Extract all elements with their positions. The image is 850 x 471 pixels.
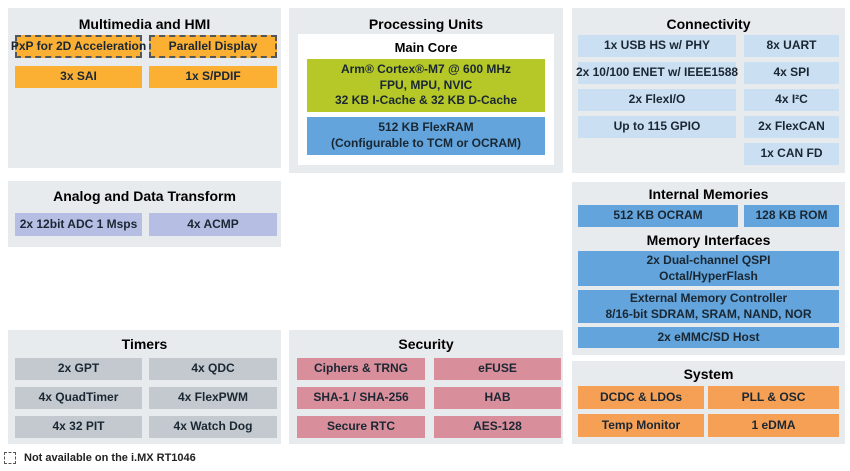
qspi-line: 2x Dual-channel QSPI bbox=[646, 252, 771, 267]
item-flexpwm: 4x FlexPWM bbox=[149, 387, 277, 409]
item-hab: HAB bbox=[434, 387, 561, 409]
item-watchdog: 4x Watch Dog bbox=[149, 416, 277, 438]
panel-title: Connectivity bbox=[666, 16, 751, 32]
panel-title: Memory Interfaces bbox=[646, 232, 771, 248]
item-temp-monitor: Temp Monitor bbox=[578, 414, 704, 437]
core-line: Arm® Cortex®-M7 @ 600 MHz bbox=[340, 62, 512, 77]
core-line: 32 KB I-Cache & 32 KB D-Cache bbox=[334, 93, 518, 108]
item-ocram: 512 KB OCRAM bbox=[578, 205, 738, 227]
panel-multimedia-hmi: Multimedia and HMI PxP for 2D Accelerati… bbox=[8, 8, 281, 168]
item-flexram: 512 KB FlexRAM (Configurable to TCM or O… bbox=[307, 117, 545, 155]
item-rom: 128 KB ROM bbox=[744, 205, 839, 227]
emc-line: External Memory Controller bbox=[629, 290, 788, 305]
panel-memories: Internal Memories 512 KB OCRAM 128 KB RO… bbox=[572, 182, 845, 355]
item-can-fd: 1x CAN FD bbox=[744, 143, 839, 165]
panel-title: Security bbox=[398, 336, 454, 352]
panel-connectivity: Connectivity 1x USB HS w/ PHY 2x 10/100 … bbox=[572, 8, 845, 173]
legend-label: Not available on the i.MX RT1046 bbox=[24, 452, 196, 464]
item-edma: 1 eDMA bbox=[708, 414, 839, 437]
panel-title: System bbox=[683, 366, 734, 382]
panel-timers: Timers 2x GPT 4x QDC 4x QuadTimer 4x Fle… bbox=[8, 330, 281, 444]
item-external-memory-controller: External Memory Controller 8/16-bit SDRA… bbox=[578, 290, 839, 323]
item-pll-osc: PLL & OSC bbox=[708, 386, 839, 409]
item-spdif: 1x S/PDIF bbox=[149, 66, 277, 88]
panel-title: Processing Units bbox=[368, 16, 484, 32]
flexram-line: (Configurable to TCM or OCRAM) bbox=[331, 136, 521, 150]
item-adc: 2x 12bit ADC 1 Msps bbox=[15, 213, 142, 236]
item-acmp: 4x ACMP bbox=[149, 213, 277, 236]
item-pxp-2d-acceleration: PxP for 2D Acceleration bbox=[11, 35, 146, 58]
core-line: FPU, MPU, NVIC bbox=[379, 77, 473, 92]
main-core-box: Main Core Arm® Cortex®-M7 @ 600 MHz FPU,… bbox=[298, 34, 554, 165]
item-qspi: 2x Dual-channel QSPI Octal/HyperFlash bbox=[578, 251, 839, 286]
item-parallel-display: Parallel Display bbox=[149, 35, 277, 58]
item-sai: 3x SAI bbox=[15, 66, 142, 88]
legend: Not available on the i.MX RT1046 bbox=[4, 452, 196, 464]
item-gpio: Up to 115 GPIO bbox=[578, 116, 736, 138]
item-gpt: 2x GPT bbox=[15, 358, 142, 380]
panel-security: Security Ciphers & TRNG eFUSE SHA-1 / SH… bbox=[289, 330, 563, 444]
item-pit: 4x 32 PIT bbox=[15, 416, 142, 438]
panel-title: Internal Memories bbox=[648, 186, 769, 202]
panel-title: Timers bbox=[121, 336, 168, 352]
item-emmc-sd-host: 2x eMMC/SD Host bbox=[578, 327, 839, 348]
emc-line: 8/16-bit SDRAM, SRAM, NAND, NOR bbox=[605, 306, 812, 321]
main-core-label: Main Core bbox=[394, 40, 458, 55]
item-dcdc-ldos: DCDC & LDOs bbox=[578, 386, 704, 409]
qspi-line: Octal/HyperFlash bbox=[659, 268, 758, 283]
panel-processing-units: Processing Units Main Core Arm® Cortex®-… bbox=[289, 8, 563, 173]
item-quadtimer: 4x QuadTimer bbox=[15, 387, 142, 409]
item-cortex-m7-core: Arm® Cortex®-M7 @ 600 MHz FPU, MPU, NVIC… bbox=[307, 59, 545, 112]
item-secure-rtc: Secure RTC bbox=[297, 416, 425, 438]
panel-system: System DCDC & LDOs PLL & OSC Temp Monito… bbox=[572, 361, 845, 444]
not-available-swatch-icon bbox=[4, 452, 16, 464]
item-flexio: 2x FlexI/O bbox=[578, 89, 736, 111]
item-i2c: 4x I²C bbox=[744, 89, 839, 111]
item-ciphers-trng: Ciphers & TRNG bbox=[297, 358, 425, 380]
item-efuse: eFUSE bbox=[434, 358, 561, 380]
item-qdc: 4x QDC bbox=[149, 358, 277, 380]
item-usb-hs-phy: 1x USB HS w/ PHY bbox=[578, 35, 736, 57]
item-flexcan: 2x FlexCAN bbox=[744, 116, 839, 138]
item-spi: 4x SPI bbox=[744, 62, 839, 84]
panel-analog-data-transform: Analog and Data Transform 2x 12bit ADC 1… bbox=[8, 181, 281, 247]
item-uart: 8x UART bbox=[744, 35, 839, 57]
panel-title: Multimedia and HMI bbox=[78, 16, 211, 32]
item-aes-128: AES-128 bbox=[434, 416, 561, 438]
item-enet-ieee1588: 2x 10/100 ENET w/ IEEE1588 bbox=[576, 62, 738, 84]
panel-title: Analog and Data Transform bbox=[53, 188, 236, 204]
item-sha: SHA-1 / SHA-256 bbox=[297, 387, 425, 409]
flexram-line: 512 KB FlexRAM bbox=[378, 120, 474, 135]
